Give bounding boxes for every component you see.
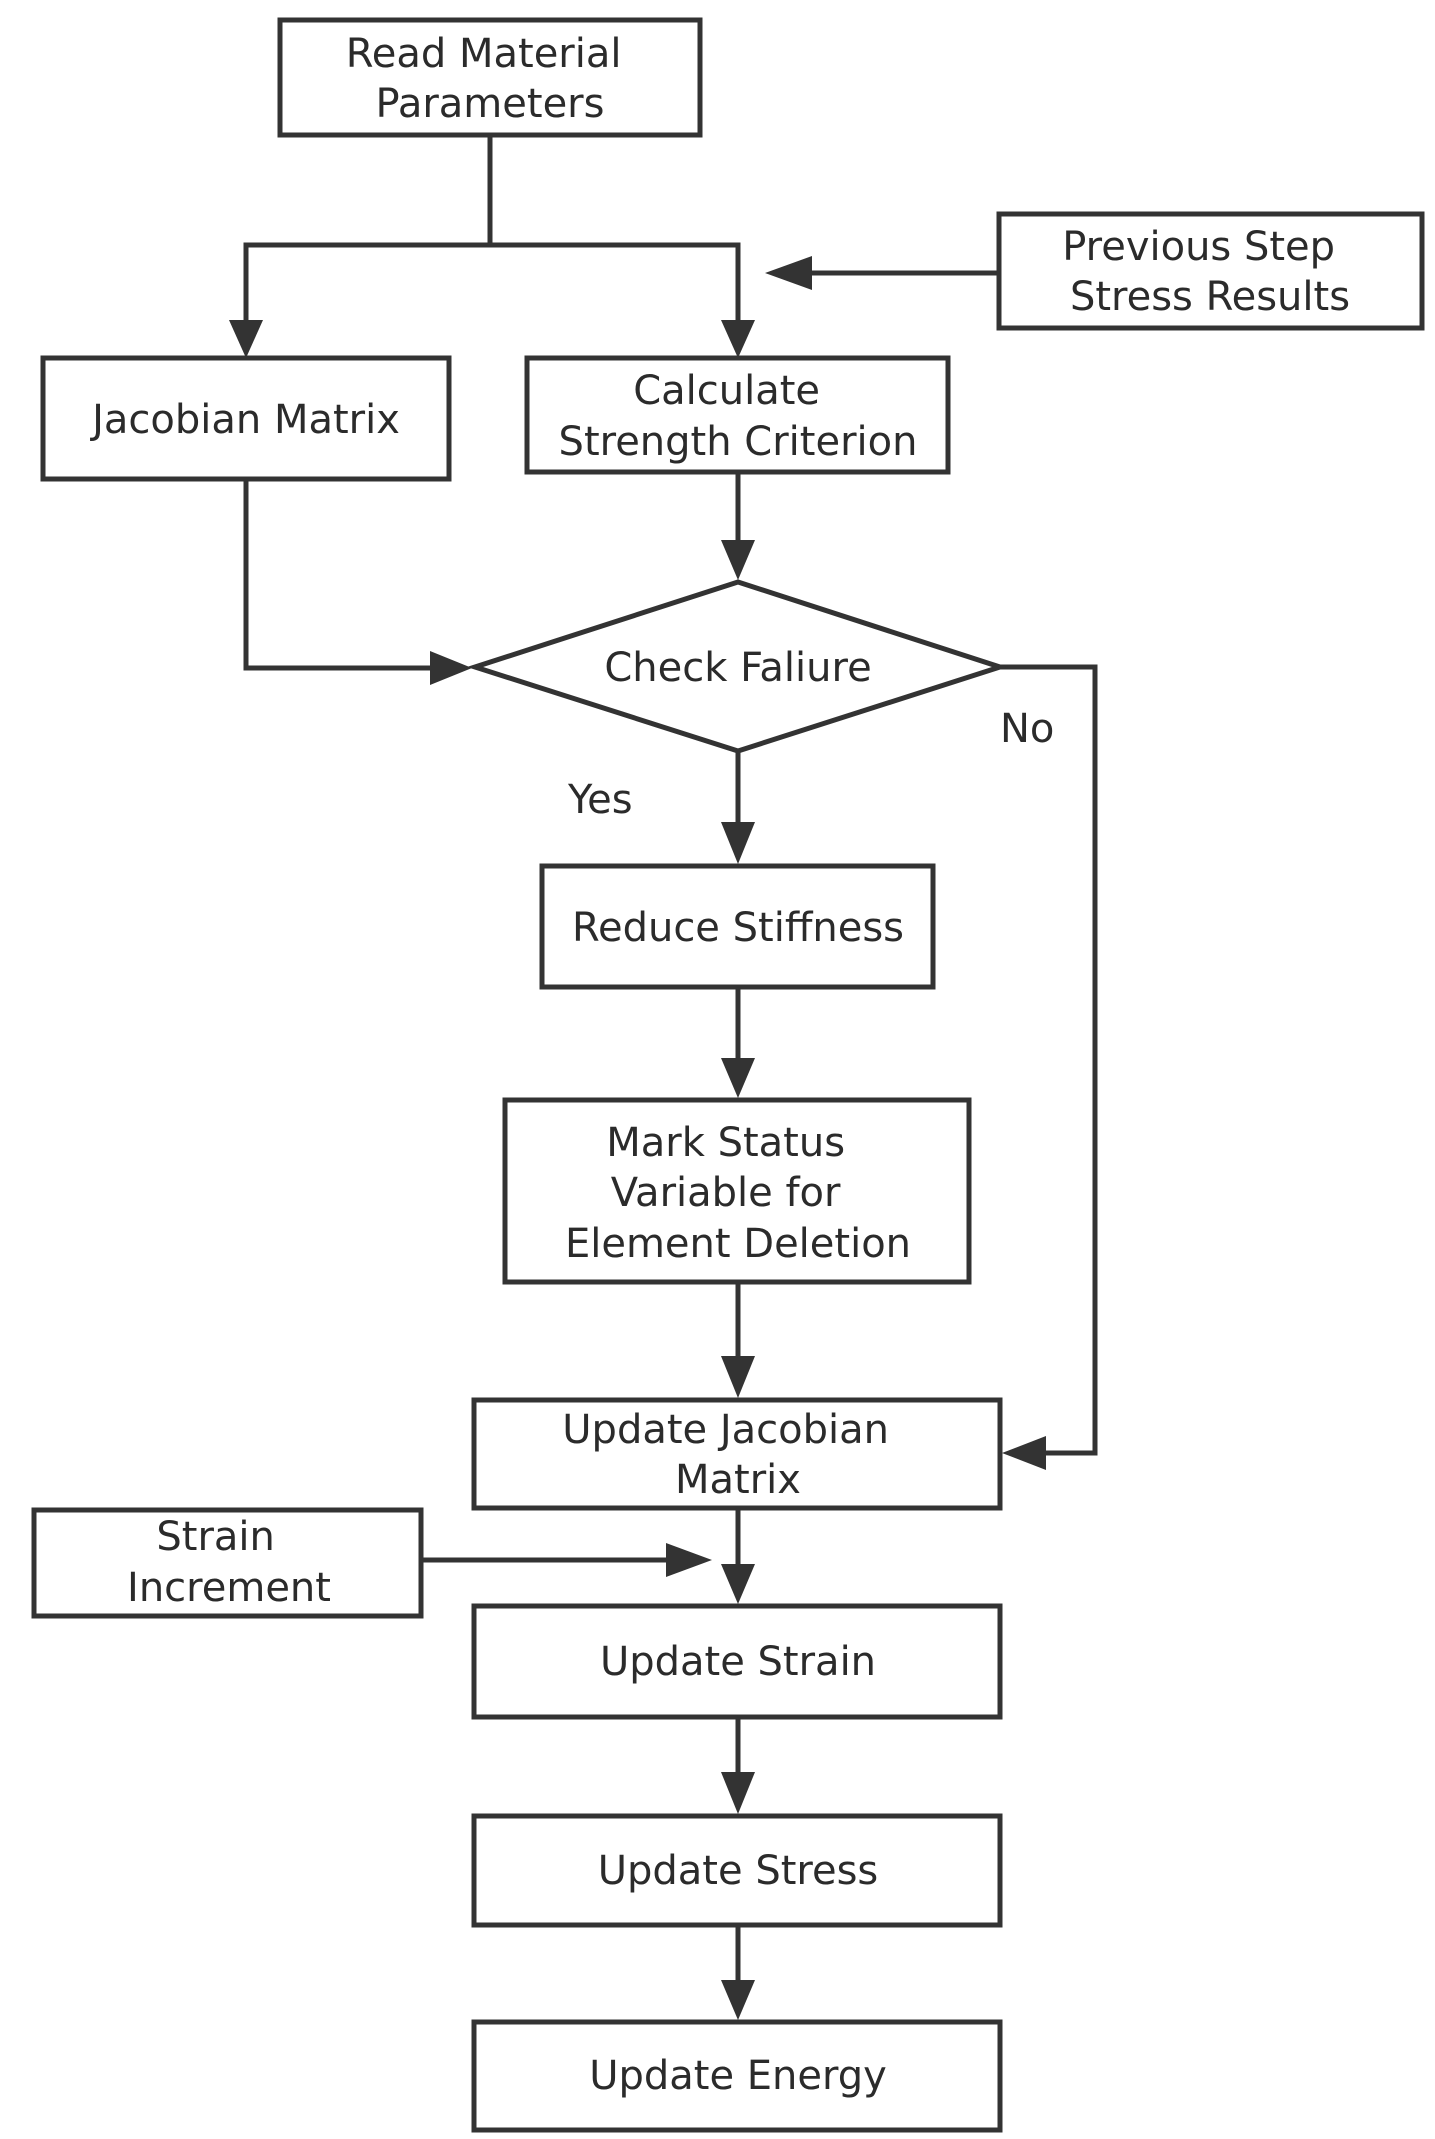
node-label-line: Matrix: [675, 1457, 801, 1503]
node-mark-status-variable: Mark Status Variable for Element Deletio…: [502, 1097, 972, 1285]
node-shape: [471, 2019, 1003, 2133]
node-label-line: Update Energy: [589, 2053, 887, 2099]
node-shape: [31, 1507, 424, 1619]
node-label-line: Element Deletion: [565, 1221, 911, 1267]
arrowheads: [229, 256, 1046, 2020]
arrowhead-no-to-update-jacobian: [1002, 1436, 1046, 1470]
node-update-stress: Update Stress: [471, 1813, 1003, 1928]
arrowhead-to-update-strain: [721, 1564, 755, 1604]
node-previous-step-stress-results: Previous Step Stress Results: [996, 211, 1425, 331]
node-label-line: Calculate: [633, 368, 820, 414]
arrowhead-strain-increment: [666, 1543, 712, 1577]
arrowhead-to-update-jacobian: [721, 1356, 755, 1398]
arrowhead-to-calculate: [721, 320, 755, 358]
svg-text:Update Stress: Update Stress: [598, 1848, 879, 1894]
node-label-line: Update Strain: [600, 1639, 876, 1685]
connectors: [243, 135, 1098, 1992]
node-shape: [996, 211, 1425, 331]
node-calculate-strength-criterion: Calculate Strength Criterion: [524, 355, 951, 475]
edge-label-yes: Yes: [567, 777, 633, 823]
arrowhead-to-jacobian: [229, 320, 263, 358]
node-label-line: Jacobian Matrix: [89, 397, 400, 443]
svg-text:Previous Step Stress R: Previous Step Stress Results: [1062, 224, 1350, 320]
svg-text:Reduce Stiffness: Reduce Stiffness: [572, 905, 904, 951]
node-shape: [277, 17, 703, 138]
node-shape: [471, 1603, 1003, 1720]
node-strain-increment: Strain Increment: [31, 1507, 424, 1619]
svg-text:Update Energy: Update Energy: [589, 2053, 887, 2099]
edge-check-no: [1000, 664, 1098, 1456]
svg-text:Read Material Paramete: Read Material Parameters: [346, 31, 634, 127]
node-read-material-parameters: Read Material Parameters: [277, 17, 703, 138]
node-label-line: Strain: [156, 1514, 275, 1560]
svg-text:Check Faliure: Check Faliure: [604, 645, 871, 691]
svg-text:Jacobian Matrix: Jacobian Matrix: [89, 397, 400, 443]
node-label-line: Check Faliure: [604, 645, 871, 691]
edge-read-split: [243, 135, 493, 330]
arrowhead-to-reduce: [721, 822, 755, 864]
node-label-line: Increment: [127, 1565, 331, 1611]
arrowhead-to-update-energy: [721, 1980, 755, 2020]
node-label-line: Update Stress: [598, 1848, 879, 1894]
svg-text:Update Strain: Update Strain: [600, 1639, 876, 1685]
node-shape: [471, 1397, 1003, 1511]
node-label-line: Stress Results: [1070, 274, 1350, 320]
arrowhead-to-mark: [721, 1058, 755, 1098]
node-label-line: Reduce Stiffness: [572, 905, 904, 951]
arrowhead-from-previous-stress: [765, 256, 812, 290]
node-update-energy: Update Energy: [471, 2019, 1003, 2133]
node-shape: [471, 1813, 1003, 1928]
node-label-line: Parameters: [376, 81, 605, 127]
arrowhead-to-check: [721, 540, 755, 580]
edge-read-to-calculate: [490, 242, 741, 330]
node-shape: [539, 863, 936, 990]
arrowhead-jacobian-to-check: [430, 651, 472, 685]
edge-label-no: No: [1000, 706, 1054, 752]
node-label-line: Read Material: [346, 31, 622, 77]
node-label-line: Mark Status: [606, 1120, 845, 1166]
node-label-line: Strength Criterion: [559, 419, 918, 465]
svg-text:Mark Status Variable f: Mark Status Variable for Element Deletio…: [565, 1120, 911, 1267]
node-label-line: Update Jacobian: [562, 1407, 889, 1453]
node-check-failure-decision: Check Faliure: [466, 579, 1009, 754]
decision-diamond: [466, 579, 1009, 754]
svg-text:Update Jacobian Matrix: Update Jacobian Matrix: [562, 1407, 901, 1503]
node-shape: [502, 1097, 972, 1285]
node-update-jacobian-matrix: Update Jacobian Matrix: [471, 1397, 1003, 1511]
edge-jacobian-to-check: [243, 479, 442, 671]
node-shape: [524, 355, 951, 475]
node-jacobian-matrix: Jacobian Matrix: [40, 355, 452, 482]
svg-text:Calculate Strength Cri: Calculate Strength Criterion: [559, 368, 918, 465]
svg-text:Strain Increment: Strain Increment: [127, 1514, 331, 1611]
node-update-strain: Update Strain: [471, 1603, 1003, 1720]
node-reduce-stiffness: Reduce Stiffness: [539, 863, 936, 990]
arrowhead-to-update-stress: [721, 1772, 755, 1814]
node-label-line: Previous Step: [1062, 224, 1335, 270]
node-label-line: Variable for: [611, 1170, 841, 1216]
node-shape: [40, 355, 452, 482]
